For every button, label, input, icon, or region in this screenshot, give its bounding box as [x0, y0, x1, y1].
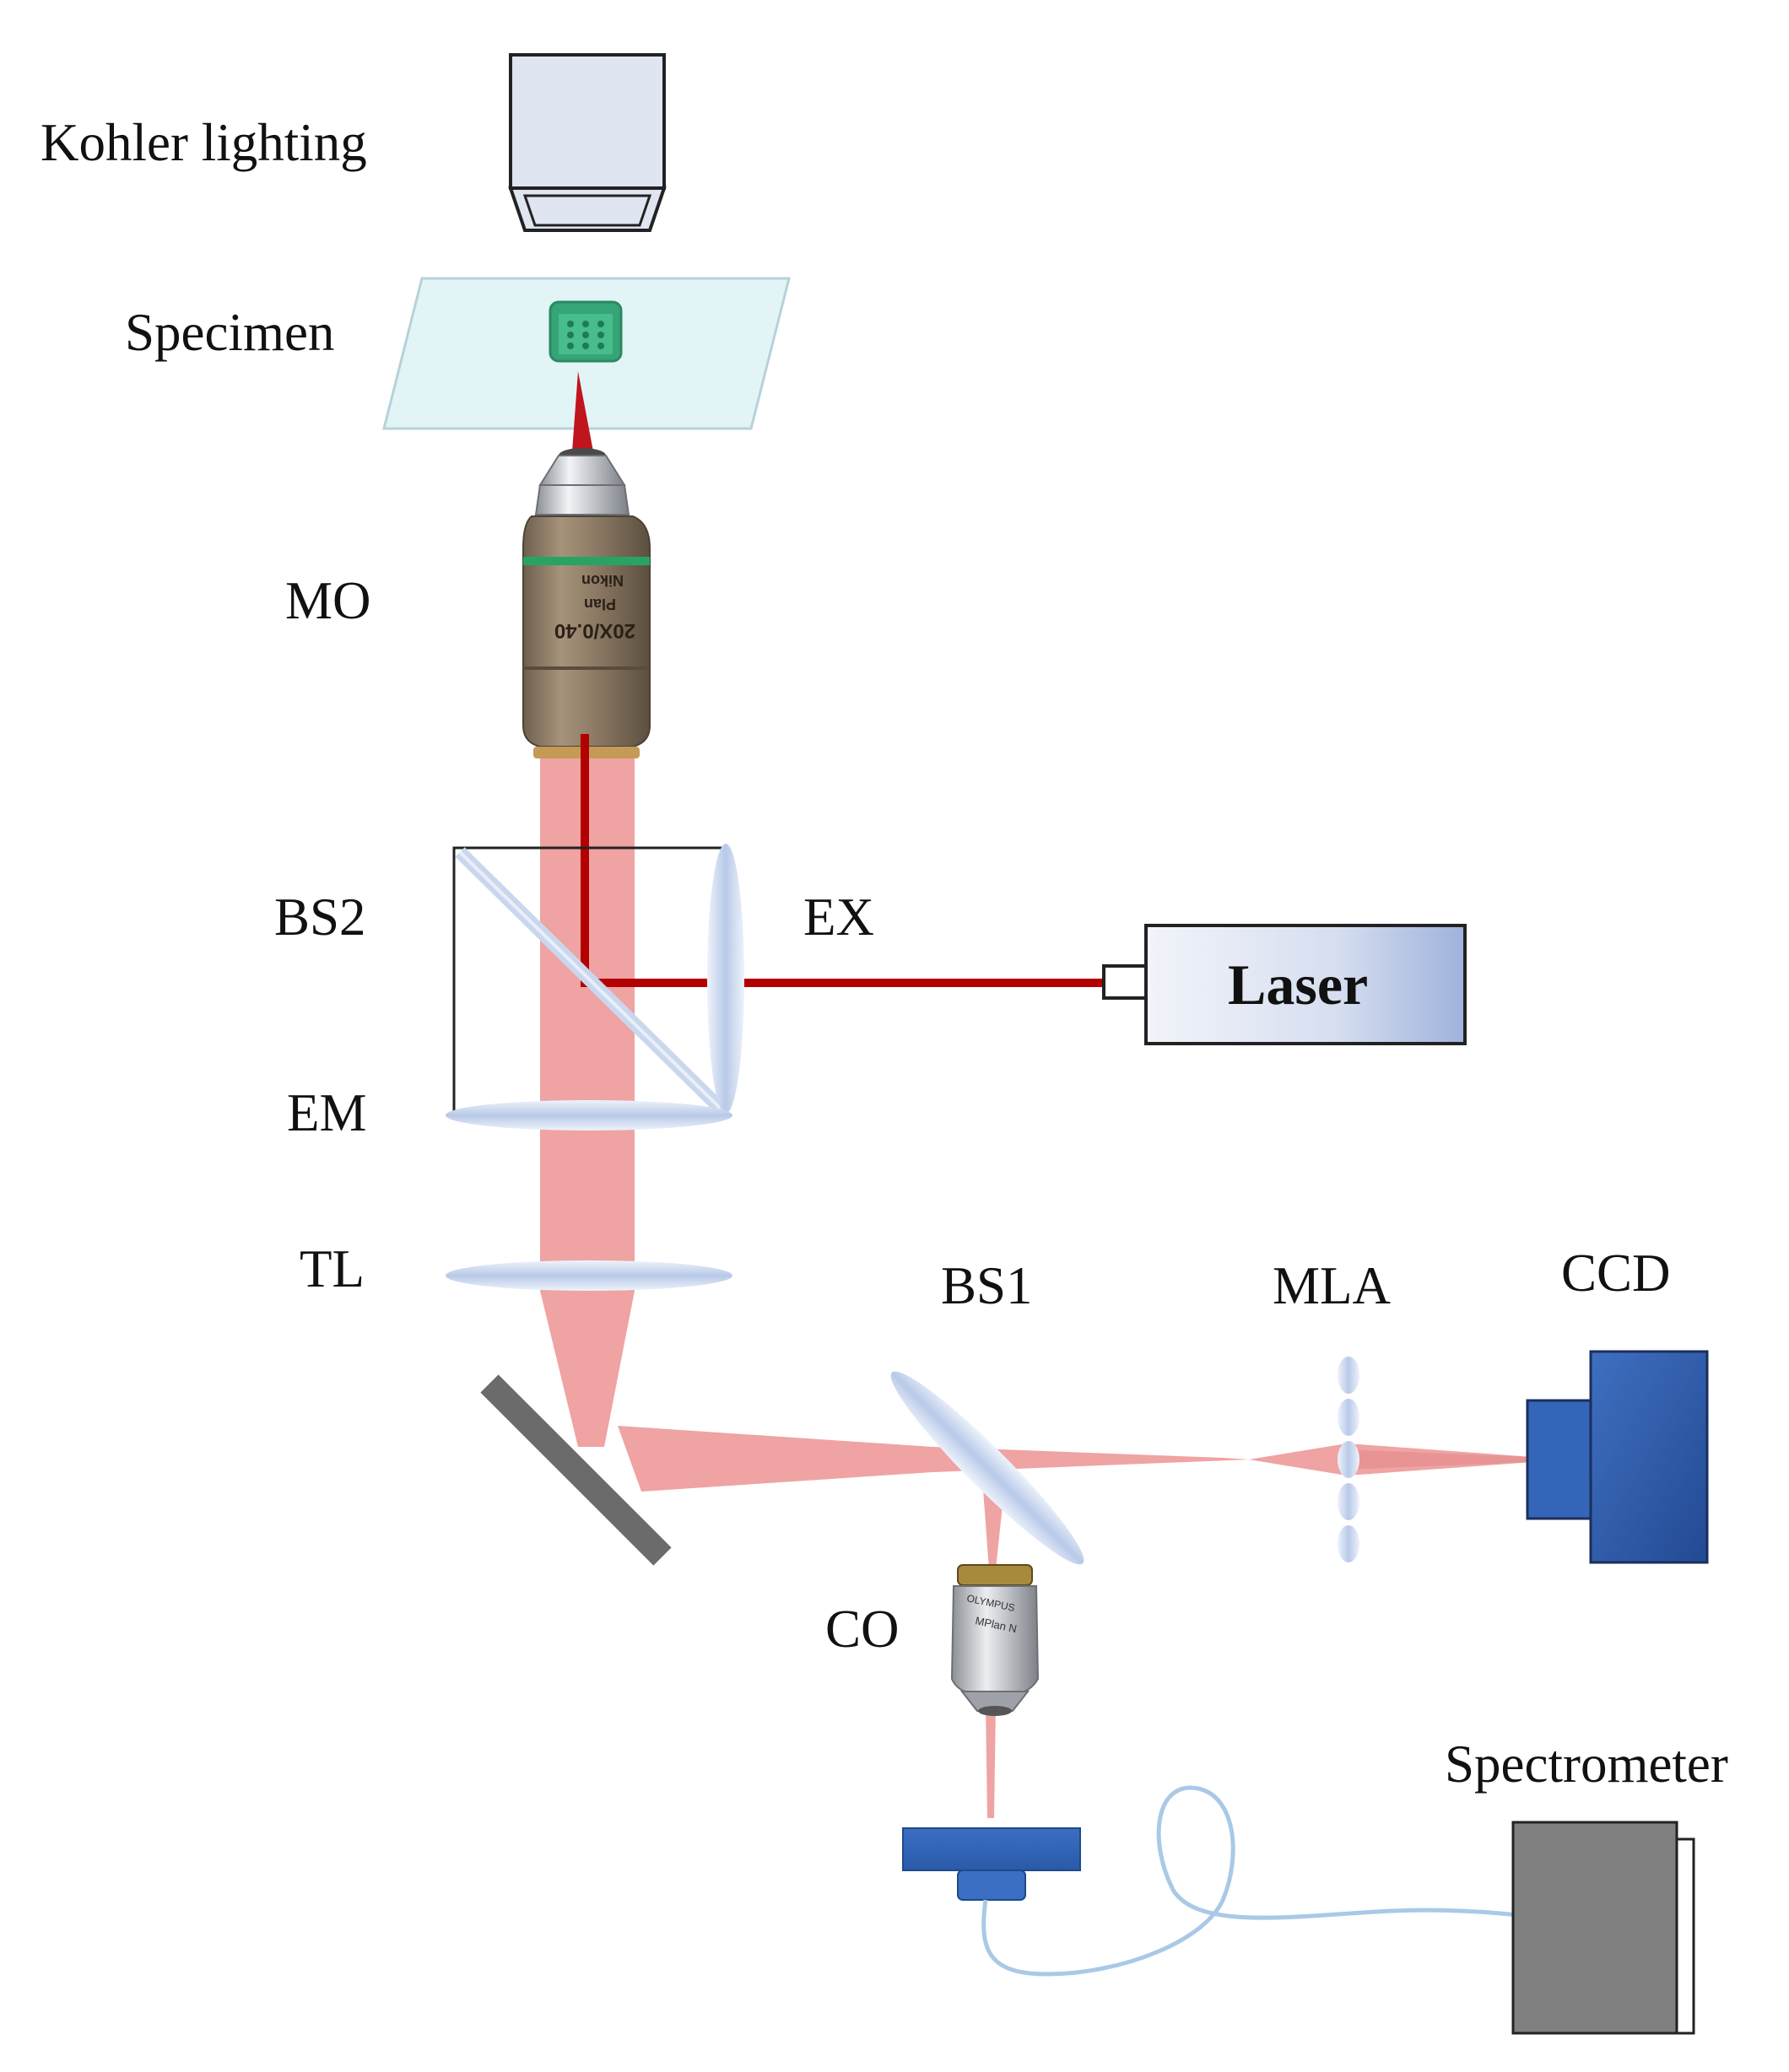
optical-fiber: [981, 1785, 1520, 1977]
spectrometer-label: Spectrometer: [1445, 1735, 1728, 1794]
bs1-label: BS1: [941, 1256, 1033, 1315]
microlens-array-mla: [1338, 1357, 1359, 1562]
emission-filter-em: [446, 1100, 732, 1130]
ccd-label: CCD: [1561, 1244, 1671, 1303]
mla-label: MLA: [1273, 1256, 1392, 1315]
excitation-filter-ex: [707, 844, 744, 1114]
tube-lens-tl: [446, 1260, 732, 1291]
laser-beam: [581, 734, 1105, 987]
em-label: EM: [287, 1083, 367, 1142]
mo-brand: Nikon: [581, 572, 624, 589]
kohler-lamp: [508, 53, 667, 232]
specimen-label: Specimen: [125, 303, 334, 362]
co-label: CO: [825, 1600, 900, 1659]
laser-source: [1102, 924, 1467, 1045]
mo-magnification: 20X/0.40: [554, 619, 635, 642]
fold-mirror: [480, 1374, 672, 1566]
kohler-label: Kohler lighting: [41, 113, 367, 172]
fiber-coupler: [902, 1827, 1081, 1901]
collection-objective-co: OLYMPUS MPlan N: [950, 1564, 1040, 1716]
specimen-chip: [549, 300, 623, 363]
tl-label: TL: [300, 1239, 365, 1298]
mo-label: MO: [285, 571, 371, 630]
laser-label: Laser: [1228, 952, 1368, 1017]
microscope-objective-mo: 20X/0.40 Plan Nikon: [522, 371, 651, 758]
bs2-label: BS2: [274, 888, 366, 947]
ex-label: EX: [803, 888, 874, 947]
spectrometer: [1511, 1821, 1695, 2035]
ccd-camera: [1526, 1350, 1709, 1564]
mo-type: Plan: [584, 596, 616, 612]
beamsplitter-bs1: [890, 1371, 1084, 1565]
